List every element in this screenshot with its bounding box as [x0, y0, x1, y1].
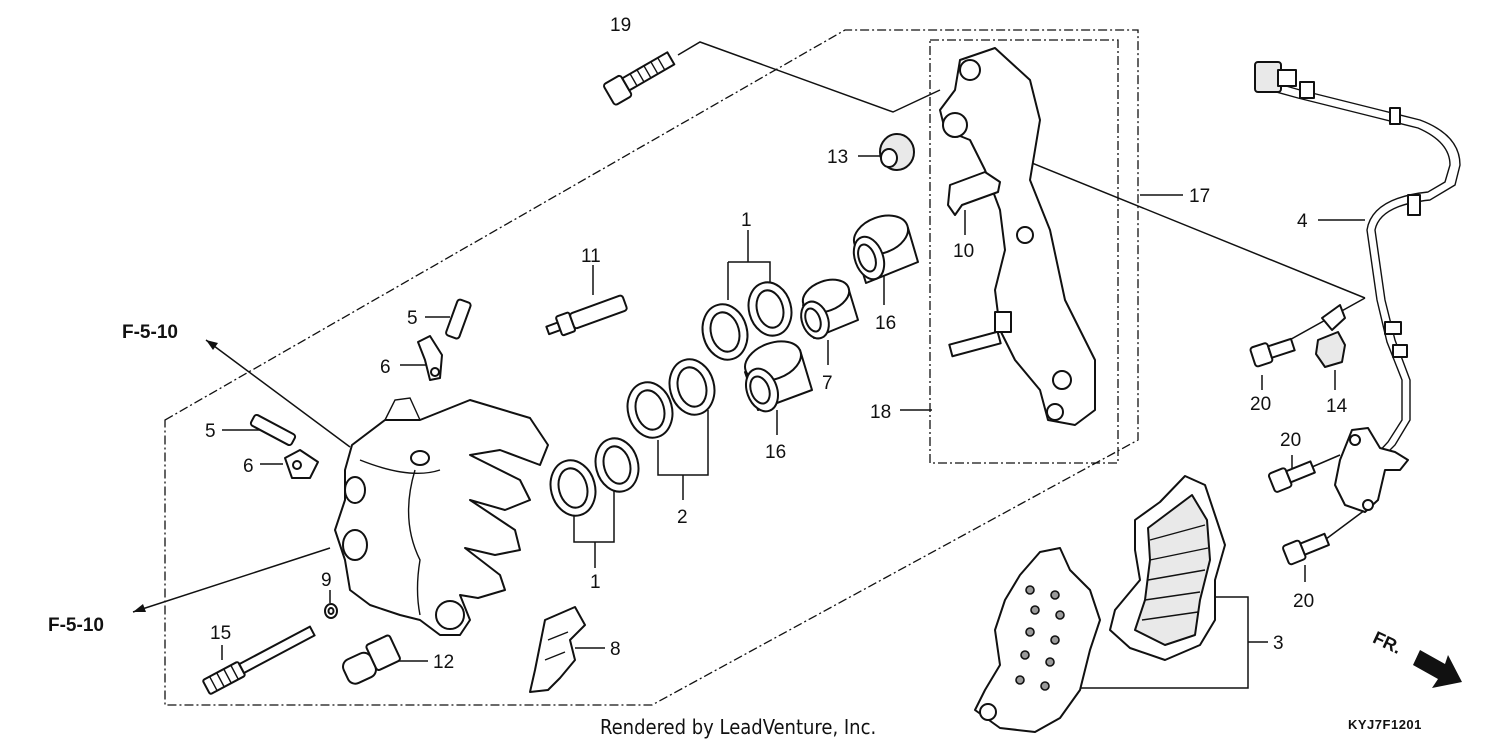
callout-4: 4 — [1297, 211, 1308, 232]
caliper-bracket-18 — [939, 47, 1096, 426]
front-direction-label: FR. — [1370, 627, 1405, 657]
pad-spring-10 — [947, 171, 1001, 216]
diagram-code: KYJ7F1201 — [1348, 717, 1422, 732]
callout-5-bottom: 5 — [205, 421, 216, 442]
leader-lines — [221, 41, 1366, 689]
bolt-19 — [603, 51, 676, 106]
caliper-assembly-outline — [164, 29, 1139, 706]
brake-pad-3-back — [1109, 475, 1226, 661]
bolt-20-mid — [1268, 460, 1316, 493]
callout-2: 2 — [677, 507, 688, 528]
seal-rings — [549, 281, 793, 517]
slide-pin-15 — [202, 625, 316, 695]
callout-16-top: 16 — [875, 313, 896, 334]
callout-16-bottom: 16 — [765, 442, 786, 463]
piston-16-bottom — [744, 340, 813, 413]
washer-9 — [324, 603, 338, 619]
bracket-assembly-outline — [929, 39, 1119, 464]
piston-16-top — [852, 214, 919, 284]
front-direction-arrow — [1413, 650, 1462, 688]
reference-arrow-top — [205, 339, 351, 448]
callout-17: 17 — [1189, 186, 1210, 207]
bolt-20-bottom — [1282, 532, 1330, 566]
callout-3: 3 — [1273, 633, 1284, 654]
callout-15: 15 — [210, 623, 231, 644]
callout-6-bottom: 6 — [243, 456, 254, 477]
callout-20-bottom: 20 — [1293, 591, 1314, 612]
callout-5-top: 5 — [407, 308, 418, 329]
brake-pad-3-front — [974, 547, 1101, 733]
callout-19: 19 — [610, 15, 631, 36]
bleeder-screw-5-bottom — [249, 413, 297, 447]
callout-20-mid: 20 — [1280, 430, 1301, 451]
callout-14: 14 — [1326, 396, 1348, 417]
speed-sensor-4 — [1254, 61, 1461, 513]
callout-20-top: 20 — [1250, 394, 1271, 415]
pad-pin-11 — [545, 294, 628, 337]
pad-spring-8 — [529, 606, 586, 693]
piston-7 — [800, 278, 859, 340]
callout-1-bottom: 1 — [590, 572, 601, 593]
callout-12: 12 — [433, 652, 454, 673]
callout-13: 13 — [827, 147, 848, 168]
bolt-20-top — [1249, 337, 1296, 368]
reference-arrow-bottom — [132, 547, 331, 613]
bleeder-cap-13 — [879, 133, 915, 171]
callout-8: 8 — [610, 639, 621, 660]
callout-1-top: 1 — [741, 210, 752, 231]
reference-label-bottom[interactable]: F-5-10 — [48, 615, 104, 636]
callout-11: 11 — [581, 246, 601, 267]
bleeder-screw-5-top — [445, 298, 472, 340]
plug-12 — [342, 634, 401, 685]
callout-6-top: 6 — [380, 357, 391, 378]
bleeder-tab-6-top — [417, 335, 443, 381]
callout-18: 18 — [870, 402, 891, 423]
callout-labels: 19 13 17 10 1 11 16 7 18 16 2 1 5 6 5 6 … — [205, 15, 1348, 673]
hose-clamp-14 — [1315, 304, 1346, 368]
caliper-body — [334, 397, 549, 636]
reference-label-top[interactable]: F-5-10 — [122, 322, 178, 343]
credit-text: Rendered by LeadVenture, Inc. — [600, 715, 876, 739]
callout-9: 9 — [321, 570, 332, 591]
callout-10: 10 — [953, 241, 974, 262]
bleeder-tab-6-bottom — [284, 449, 319, 479]
callout-7: 7 — [822, 373, 833, 394]
